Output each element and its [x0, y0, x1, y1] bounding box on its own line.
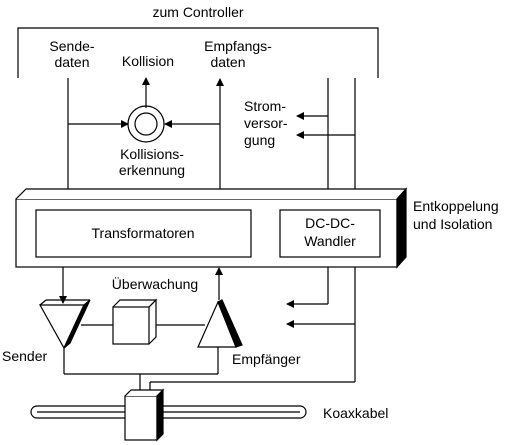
stromversorgung-label-1: Strom-	[244, 98, 286, 114]
transformatoren-label: Transformatoren	[92, 225, 195, 241]
receiver-triangle-3d	[217, 299, 243, 348]
dcdc-label-2: Wandler	[304, 233, 356, 249]
isolation-box-top	[15, 188, 408, 200]
stromversorgung-label-3: gung	[244, 132, 275, 148]
dcdc-box	[279, 209, 381, 258]
ueberwachung-label: Überwachung	[112, 275, 198, 292]
sender-triangle-top	[39, 299, 47, 306]
sender-triangle-3d	[63, 299, 91, 349]
sendedaten-label-2: daten	[54, 54, 89, 70]
collision-detector-inner	[134, 112, 158, 136]
tap-box-front	[124, 395, 158, 441]
controller-bracket	[17, 27, 379, 78]
stromversorgung-label-2: versor-	[244, 115, 288, 131]
empfaenger-label: Empfänger	[232, 351, 301, 367]
kollisionserkennung-label-2: erkennung	[119, 162, 185, 178]
empfangsdaten-label-2: daten	[210, 54, 245, 70]
sender-label: Sender	[2, 348, 47, 364]
empfangsdaten-label-1: Empfangs-	[204, 38, 272, 54]
isolation-box-side	[396, 187, 407, 269]
kollision-label: Kollision	[122, 53, 174, 69]
koaxkabel-label: Koaxkabel	[323, 405, 388, 421]
tap-box-side	[156, 388, 164, 442]
sendedaten-label-1: Sende-	[49, 38, 94, 54]
dcdc-label-1: DC-DC-	[305, 215, 355, 231]
entkoppelung-label-2: und Isolation	[413, 216, 492, 232]
monitor-cube-front	[112, 306, 150, 345]
monitor-cube-side	[148, 298, 157, 345]
collision-detector-outer	[127, 105, 165, 143]
controller-label: zum Controller	[152, 4, 243, 20]
kollisionserkennung-label-1: Kollisions-	[120, 146, 184, 162]
transformatoren-box	[35, 209, 252, 258]
entkoppelung-label-1: Entkoppelung	[413, 198, 499, 214]
